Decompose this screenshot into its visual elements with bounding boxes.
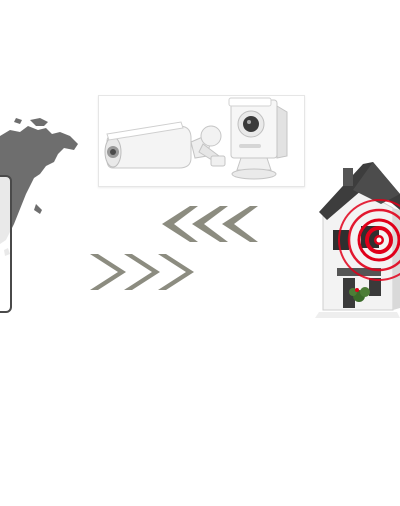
- cube-camera-icon: [228, 97, 288, 180]
- smartphone-icon: [0, 175, 12, 313]
- arrow-chevron-icon: [192, 206, 228, 242]
- world-map-icon: [0, 118, 78, 256]
- arrow-chevron-icon: [158, 254, 194, 290]
- arrow-chevron-icon: [222, 206, 258, 242]
- arrow-chevron-icon: [162, 206, 198, 242]
- bullet-camera-icon: [104, 121, 226, 169]
- alarm-target-icon: [338, 199, 400, 281]
- house-icon: [315, 162, 400, 318]
- arrows-to-phone: [162, 206, 258, 242]
- camera-panel: [98, 95, 305, 187]
- arrow-chevron-icon: [90, 254, 126, 290]
- arrows-to-house: [90, 254, 194, 290]
- arrow-chevron-icon: [124, 254, 160, 290]
